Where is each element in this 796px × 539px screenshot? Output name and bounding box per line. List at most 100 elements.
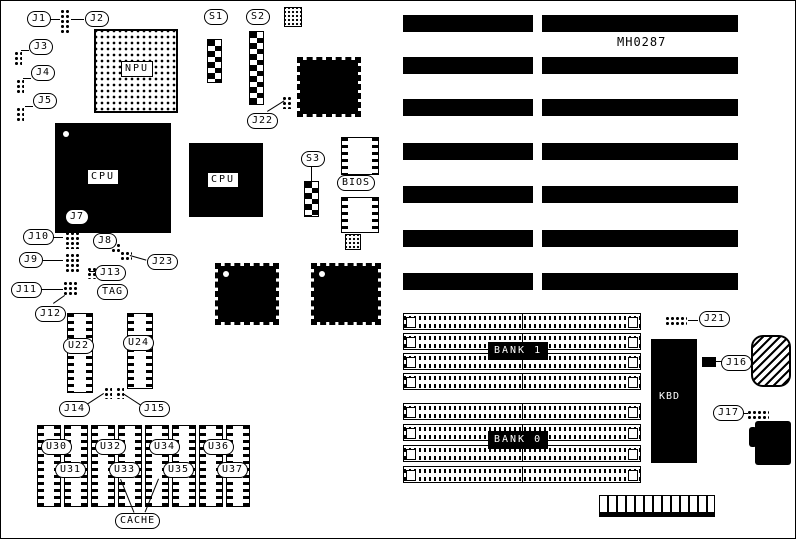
jumper-label-j16: J16 — [721, 355, 753, 371]
isa-slot-3-left — [403, 99, 533, 116]
power-connector-tab — [749, 427, 757, 447]
jumper-pins-j8 — [111, 243, 121, 253]
jumper-label-j9: J9 — [19, 252, 44, 268]
connector-j16 — [702, 357, 716, 367]
bank1-label: BANK 1 — [488, 342, 549, 360]
switch-label-s3: S3 — [301, 151, 326, 167]
bank0-label: BANK 0 — [488, 431, 549, 449]
jumper-label-j14: J14 — [59, 401, 91, 417]
cpu2-chip-label: CPU — [207, 172, 240, 188]
simm-socket-bank0-row1 — [403, 403, 641, 420]
chip-pin1-dot — [63, 131, 69, 137]
chip-label-u24: U24 — [123, 335, 155, 351]
chip-pin1-dot — [319, 271, 325, 277]
jumper-label-j15: J15 — [139, 401, 171, 417]
leader-line — [53, 294, 66, 304]
leader-line — [25, 106, 33, 107]
jumper-label-j22: J22 — [247, 113, 279, 129]
jumper-label-j8: J8 — [93, 233, 118, 249]
leader-line — [741, 413, 748, 414]
jumper-label-j17: J17 — [713, 405, 745, 421]
jumper-label-j21: J21 — [699, 311, 731, 327]
chip-label-u31: U31 — [55, 462, 87, 478]
jumper-label-j12: J12 — [35, 306, 67, 322]
chip-label-u36: U36 — [203, 439, 235, 455]
jumper-label-j5: J5 — [33, 93, 58, 109]
qfp-chip-1 — [297, 57, 361, 117]
isa-slot-1-right — [542, 15, 738, 32]
kbd-label: KBD — [659, 391, 681, 402]
leader-line — [688, 320, 698, 321]
jumper-label-j10: J10 — [23, 229, 55, 245]
jumper-pins-j4 — [16, 79, 24, 93]
chip-label-u30: U30 — [41, 439, 73, 455]
leader-line — [23, 78, 31, 79]
jumper-pins-j11 — [63, 281, 77, 295]
simm-socket-bank1-row4 — [403, 373, 641, 390]
jumper-pins-j22 — [282, 96, 292, 109]
jumper-pins-j14 — [104, 387, 112, 399]
power-connector — [755, 421, 791, 465]
leader-line — [716, 361, 722, 362]
tag-label: TAG — [97, 284, 129, 300]
bios-chip-1 — [341, 137, 379, 175]
board-part-number: MH0287 — [617, 35, 667, 49]
cache-label: CACHE — [115, 513, 161, 529]
jumper-pins-j9 — [65, 253, 79, 273]
dip-switch-s1 — [207, 39, 222, 83]
chip-label-u32: U32 — [95, 439, 127, 455]
chip-label-u35: U35 — [163, 462, 195, 478]
leader-line — [89, 271, 95, 272]
isa-slot-7-right — [542, 273, 738, 290]
simm-socket-bank1-row2 — [403, 333, 641, 350]
simm-socket-bank1-row1 — [403, 313, 641, 330]
isa-slot-2-right — [542, 57, 738, 74]
leader-line — [311, 165, 312, 181]
switch-label-s1: S1 — [204, 9, 229, 25]
leader-line — [77, 225, 78, 233]
simm-socket-bank0-row3 — [403, 445, 641, 462]
jumper-pins-j21 — [665, 316, 687, 325]
isa-slot-3-right — [542, 99, 738, 116]
isa-slot-7-left — [403, 273, 533, 290]
small-chip — [284, 7, 302, 27]
jumper-pins-j3 — [14, 51, 22, 65]
isa-slot-6-right — [542, 230, 738, 247]
jumper-label-j4: J4 — [31, 65, 56, 81]
leader-line — [21, 50, 29, 51]
jumper-label-j23: J23 — [147, 254, 179, 270]
dip-switch-s3 — [304, 181, 319, 217]
chip-label-u37: U37 — [217, 462, 249, 478]
chip-pin1-dot — [223, 271, 229, 277]
npu-chip-label: NPU — [121, 61, 154, 77]
bios-chip-2 — [341, 197, 379, 233]
jumper-label-j1: J1 — [27, 11, 52, 27]
tag-ram-chip-u24 — [127, 313, 153, 389]
isa-slot-2-left — [403, 57, 533, 74]
jumper-label-j11: J11 — [11, 282, 43, 298]
jumper-pins-j23 — [120, 251, 132, 261]
switch-label-s2: S2 — [246, 9, 271, 25]
isa-slot-6-left — [403, 230, 533, 247]
jumper-label-j13: J13 — [95, 265, 127, 281]
leader-line — [39, 289, 63, 290]
isa-slot-5-left — [403, 186, 533, 203]
jumper-label-j7: J7 — [65, 209, 90, 225]
jumper-pins-j5 — [16, 107, 24, 121]
keyboard-controller-block — [651, 339, 697, 463]
chip-label-u33: U33 — [109, 462, 141, 478]
leader-line — [129, 255, 147, 261]
chip-label-u22: U22 — [63, 338, 95, 354]
simm-socket-bank0-row4 — [403, 466, 641, 483]
leader-line — [51, 237, 63, 238]
jumper-label-j2: J2 — [85, 11, 110, 27]
simm-socket-bank1-row3 — [403, 353, 641, 370]
keyboard-din-connector — [751, 335, 791, 387]
jumper-pins-j1-j2 — [60, 9, 70, 35]
isa-slot-4-left — [403, 143, 533, 160]
jumper-pins-j15 — [116, 387, 124, 399]
leader-line — [50, 19, 60, 20]
small-chip — [345, 234, 361, 250]
dip-switch-s2 — [249, 31, 264, 105]
isa-slot-5-right — [542, 186, 738, 203]
